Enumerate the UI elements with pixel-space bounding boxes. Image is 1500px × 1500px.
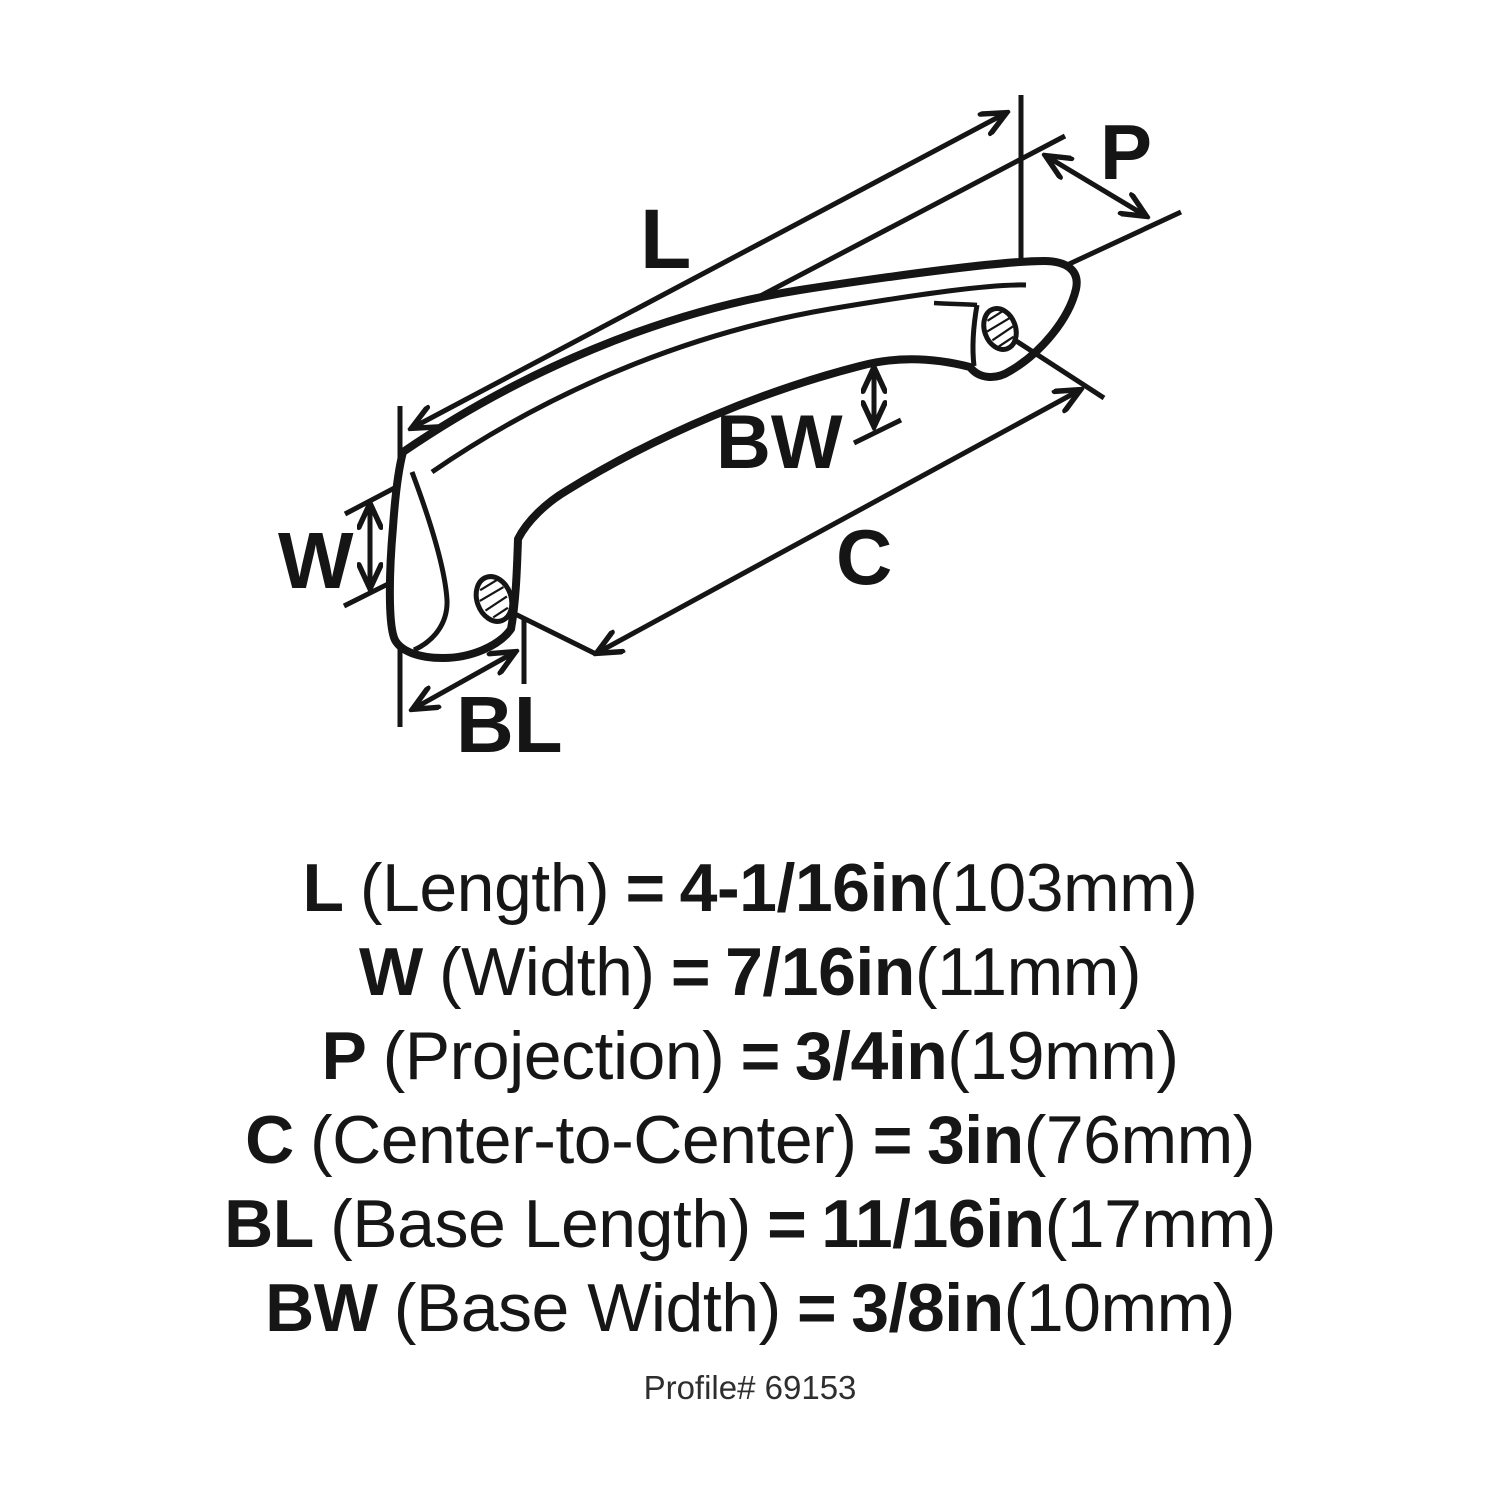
spec-metric: (19mm) bbox=[947, 1018, 1179, 1094]
right-screw-extension-line bbox=[1005, 332, 1106, 401]
spec-list: L(Length)=4-1/16in(103mm) W(Width)=7/16i… bbox=[0, 846, 1500, 1408]
projection-dimension-arrow bbox=[1046, 156, 1146, 216]
screw-thread-hatching bbox=[479, 578, 509, 619]
spec-name: (Length) bbox=[359, 850, 610, 926]
label-width: W bbox=[278, 516, 354, 605]
center-to-center-dimension-arrow bbox=[597, 390, 1080, 653]
spec-row-center-to-center: C(Center-to-Center)=3in(76mm) bbox=[0, 1098, 1500, 1182]
label-base-length: BL bbox=[456, 680, 563, 769]
spec-metric: (103mm) bbox=[928, 850, 1198, 926]
label-projection: P bbox=[1100, 108, 1152, 196]
spec-metric: (76mm) bbox=[1023, 1102, 1256, 1178]
spec-row-length: L(Length)=4-1/16in(103mm) bbox=[0, 846, 1500, 930]
spec-value: 7/16in bbox=[725, 934, 915, 1010]
profile-number: Profile# 69153 bbox=[643, 1369, 857, 1406]
spec-name: (Base Length) bbox=[330, 1186, 751, 1262]
spec-value: 3in bbox=[926, 1102, 1024, 1178]
left-screw-extension-line bbox=[503, 606, 598, 657]
spec-value: 11/16in bbox=[821, 1186, 1045, 1262]
spec-equals: = bbox=[670, 934, 711, 1010]
base-length-dimension-arrow bbox=[413, 652, 515, 709]
spec-metric: (10mm) bbox=[1003, 1270, 1236, 1346]
spec-abbr: C bbox=[245, 1102, 294, 1178]
spec-abbr: W bbox=[358, 934, 423, 1010]
spec-row-base-width: BW(Base Width)=3/8in(10mm) bbox=[0, 1266, 1500, 1350]
screw-hole-left bbox=[473, 574, 515, 624]
projection-reference-line bbox=[1050, 209, 1183, 275]
spec-value: 3/8in bbox=[851, 1270, 1004, 1346]
spec-equals: = bbox=[740, 1018, 781, 1094]
spec-row-base-length: BL(Base Length)=11/16in(17mm) bbox=[0, 1182, 1500, 1266]
spec-equals: = bbox=[797, 1270, 837, 1346]
spec-name: (Width) bbox=[438, 934, 655, 1010]
spec-abbr: BL bbox=[224, 1186, 314, 1262]
bw-tick-bottom bbox=[852, 417, 903, 446]
spec-metric: (17mm) bbox=[1044, 1186, 1277, 1262]
spec-metric: (11mm) bbox=[914, 934, 1142, 1010]
spec-abbr: L bbox=[302, 850, 345, 926]
spec-equals: = bbox=[767, 1186, 807, 1262]
dimension-diagram: L P W BW C BL bbox=[278, 95, 1183, 769]
spec-name: (Center-to-Center) bbox=[309, 1102, 857, 1178]
spec-row-projection: P(Projection)=3/4in(19mm) bbox=[0, 1014, 1500, 1098]
dimension-arrows bbox=[370, 113, 1146, 709]
length-dimension-arrow bbox=[412, 113, 1006, 428]
spec-value: 4-1/16in bbox=[679, 850, 930, 926]
spec-row-width: W(Width)=7/16in(11mm) bbox=[0, 930, 1500, 1014]
spec-value: 3/4in bbox=[794, 1018, 948, 1094]
spec-equals: = bbox=[625, 850, 665, 926]
label-base-width: BW bbox=[716, 400, 843, 485]
spec-abbr: BW bbox=[265, 1270, 378, 1346]
right-pad-top-inner-line bbox=[933, 300, 978, 308]
label-center-to-center: C bbox=[836, 513, 892, 601]
label-length: L bbox=[640, 192, 691, 286]
spec-abbr: P bbox=[321, 1018, 367, 1094]
left-pad-divider-line bbox=[409, 471, 450, 653]
spec-equals: = bbox=[872, 1102, 913, 1178]
spec-name: (Base Width) bbox=[393, 1270, 782, 1346]
spec-name: (Projection) bbox=[382, 1018, 725, 1094]
